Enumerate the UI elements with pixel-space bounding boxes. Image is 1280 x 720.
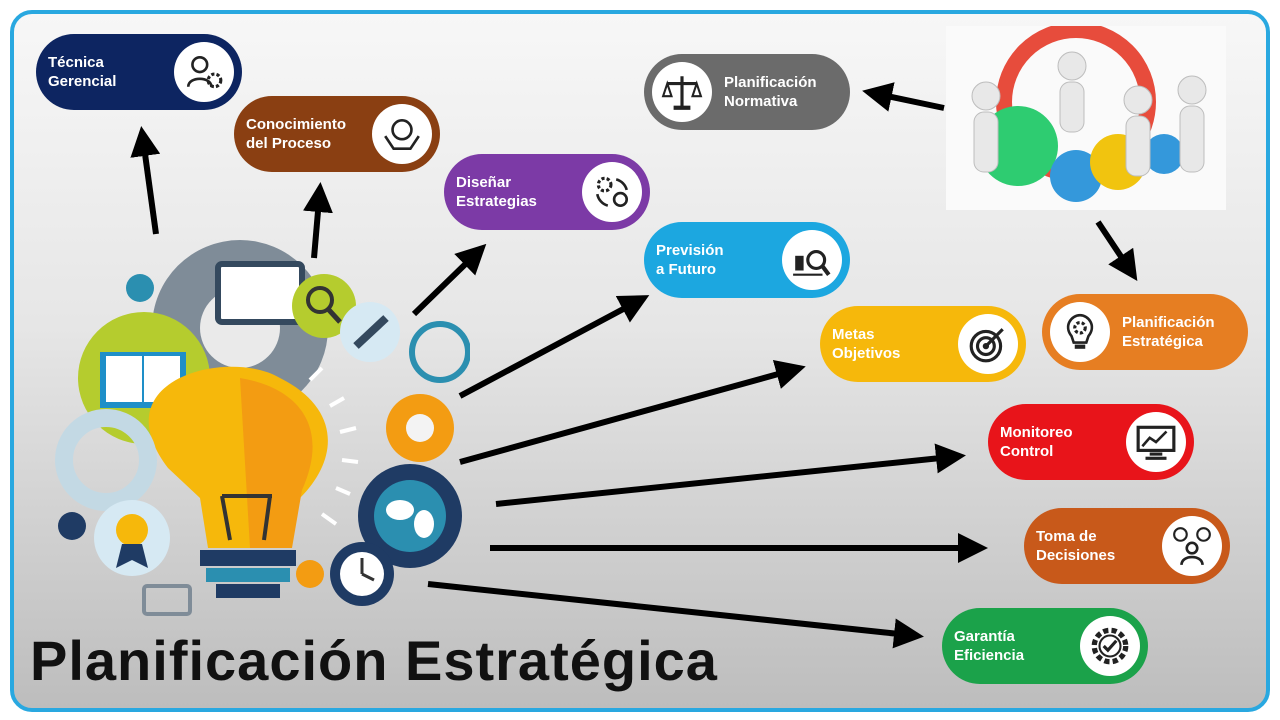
node-garantia-eficiencia: Garantía Eficiencia bbox=[942, 608, 1148, 684]
dark-gear-icon bbox=[58, 512, 86, 540]
orange-gear-icon bbox=[386, 394, 454, 462]
globe-gear-icon bbox=[358, 464, 462, 568]
arrow-normativa bbox=[862, 82, 945, 112]
node-label: Técnica Gerencial bbox=[48, 54, 117, 90]
node-planificacion-estrategica: Planificación Estratégica bbox=[1042, 294, 1248, 370]
arrow-conocimiento bbox=[303, 182, 333, 259]
node-planificacion-normativa: Planificación Normativa bbox=[644, 54, 850, 130]
arrow-estrategica bbox=[1095, 220, 1138, 281]
gear-check-icon bbox=[1080, 616, 1140, 676]
network-icon bbox=[409, 321, 470, 383]
arrow-disenar bbox=[411, 243, 487, 317]
arrow-tecnica bbox=[130, 126, 161, 235]
page-title: Planificación Estratégica bbox=[30, 629, 718, 692]
globe-hands-icon bbox=[372, 104, 432, 164]
node-metas-objetivos: Metas Objetivos bbox=[820, 306, 1026, 382]
node-disenar-estrategias: Diseñar Estrategias bbox=[444, 154, 650, 230]
arrow-garantia bbox=[427, 581, 924, 649]
node-conocimiento-proceso: Conocimiento del Proceso bbox=[234, 96, 440, 172]
arrow-monitoreo bbox=[495, 443, 966, 507]
monitor-chart-icon bbox=[1126, 412, 1186, 472]
clock-icon bbox=[330, 542, 394, 606]
team-gears-image bbox=[946, 26, 1226, 210]
node-label: Previsión a Futuro bbox=[656, 242, 724, 278]
node-monitoreo-control: Monitoreo Control bbox=[988, 404, 1194, 480]
node-tecnica-gerencial: Técnica Gerencial bbox=[36, 34, 242, 110]
node-label: Garantía Eficiencia bbox=[954, 628, 1025, 664]
pencil-icon bbox=[340, 302, 400, 362]
gear-cycle-bulb-icon bbox=[582, 162, 642, 222]
magnifier-icon bbox=[292, 274, 356, 338]
lightbulb-icon bbox=[148, 366, 328, 598]
node-label: Planificación Estratégica bbox=[1122, 314, 1215, 350]
target-icon bbox=[958, 314, 1018, 374]
light-rays bbox=[308, 366, 359, 526]
node-label: Metas Objetivos bbox=[832, 326, 901, 362]
person-decision-icon bbox=[1162, 516, 1222, 576]
laptop-icon bbox=[142, 584, 192, 616]
node-label: Toma de Decisiones bbox=[1036, 528, 1116, 564]
teal-gear-icon bbox=[126, 274, 154, 302]
manager-gear-icon bbox=[174, 42, 234, 102]
small-gear-icon bbox=[296, 560, 324, 588]
arrow-prevision bbox=[458, 295, 650, 399]
medal-icon bbox=[94, 500, 170, 576]
node-label: Planificación Normativa bbox=[724, 74, 817, 110]
node-toma-decisiones: Toma de Decisiones bbox=[1024, 508, 1230, 584]
node-label: Diseñar Estrategias bbox=[456, 174, 537, 210]
analysis-magnifier-icon bbox=[782, 230, 842, 290]
node-label: Monitoreo Control bbox=[1000, 424, 1073, 460]
node-label: Conocimiento del Proceso bbox=[246, 116, 346, 152]
node-prevision-futuro: Previsión a Futuro bbox=[644, 222, 850, 298]
blue-gear-icon bbox=[55, 409, 157, 511]
lightbulb-gears-illustration bbox=[55, 240, 470, 616]
bulb-gear-icon bbox=[1050, 302, 1110, 362]
balance-scale-icon bbox=[652, 62, 712, 122]
arrow-metas bbox=[459, 359, 806, 465]
